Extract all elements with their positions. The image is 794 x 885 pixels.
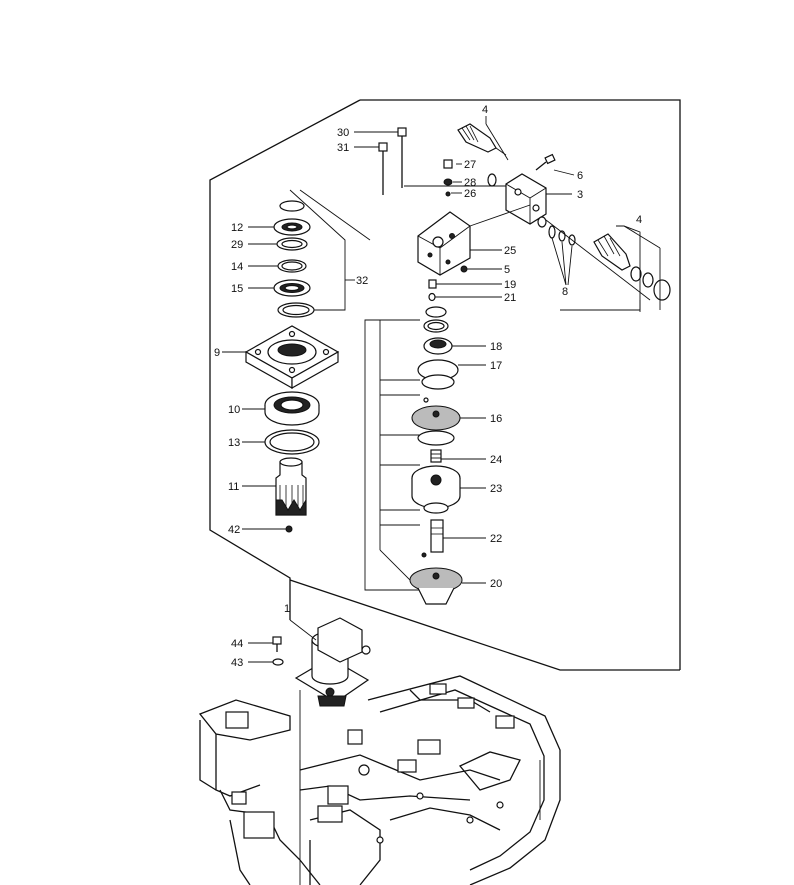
part-4-relief-valve-top	[457, 123, 507, 156]
part-25-valve-block	[417, 211, 471, 276]
callout-43: 43	[231, 657, 243, 669]
part-27-plug	[443, 159, 453, 169]
part-22-shaft	[421, 519, 444, 558]
part-seal-ring	[277, 302, 315, 318]
assembly-boundary	[209, 99, 681, 671]
callout-27: 27	[464, 159, 476, 171]
callout-23: 23	[490, 483, 502, 495]
part-17-plate	[417, 359, 459, 390]
part-16-plate	[411, 397, 461, 446]
part-29-ring	[276, 237, 308, 251]
part-20-swash-plate	[409, 567, 463, 605]
part-44-bolt	[272, 636, 282, 652]
part-4-relief-valve-right	[593, 233, 671, 301]
callout-42: 42	[228, 524, 240, 536]
part-42-plug	[285, 525, 293, 533]
part-21-oring	[428, 292, 436, 302]
part-26-pin	[445, 191, 451, 197]
callout-10: 11	[228, 481, 239, 493]
part-12-bearing	[273, 218, 311, 236]
valve-group-bracket	[364, 319, 422, 591]
callout-22: 22	[490, 533, 502, 545]
callout-30: 30	[337, 127, 349, 139]
part-9-housing-flange	[244, 325, 340, 390]
callout-11: 10	[228, 404, 240, 416]
callout-28: 28	[464, 177, 476, 189]
part-31-bolt	[378, 142, 388, 195]
callout-13: 13	[228, 437, 240, 449]
part-13-oring	[264, 429, 320, 455]
callout-labels: 30 31 4 27 28 26 6 3 4 25 5 19 21 8 12 2…	[214, 104, 642, 669]
part-43-washer	[272, 658, 284, 666]
callout-44: 44	[231, 638, 243, 650]
callout-31: 31	[337, 142, 349, 154]
callout-9: 9	[214, 347, 220, 359]
callout-32: 32	[356, 275, 368, 287]
part-10-pinion-shaft	[275, 457, 307, 516]
revolving-frame	[198, 675, 561, 885]
callout-8: 5	[504, 264, 510, 276]
callout-29: 29	[231, 239, 243, 251]
part-8-ball	[460, 265, 468, 273]
part-6-bolt	[535, 153, 556, 171]
part-19-spring	[428, 279, 437, 289]
part-18-bearing	[423, 337, 453, 355]
callout-5: 8	[562, 286, 568, 298]
callout-14: 14	[231, 261, 243, 273]
part-23-cylinder-block	[411, 465, 461, 514]
callout-4-right: 4	[636, 214, 642, 226]
part-24-spring	[430, 449, 442, 463]
part-14-snap-ring	[277, 259, 307, 273]
leader-lines	[222, 116, 661, 663]
part-1-swing-motor	[294, 617, 371, 707]
part-plate-oring-2	[423, 319, 449, 333]
callout-20: 20	[490, 578, 502, 590]
callout-18: 18	[490, 341, 502, 353]
callout-6: 6	[577, 170, 583, 182]
callout-17: 17	[490, 360, 502, 372]
callout-4-top: 4	[482, 104, 488, 116]
callout-19: 19	[504, 279, 516, 291]
part-plate-oring-1	[425, 306, 447, 318]
callout-25: 25	[504, 245, 516, 257]
callout-12: 12	[231, 222, 243, 234]
part-oring-small	[487, 173, 497, 187]
pipe-connection-lines	[404, 185, 651, 311]
callout-15: 15	[231, 283, 243, 295]
part-30-bolt	[397, 127, 407, 188]
part-15-bearing	[273, 279, 311, 297]
bearing-group-bracket	[289, 189, 371, 311]
callout-21: 21	[504, 292, 516, 304]
callout-16: 16	[490, 413, 502, 425]
part-28-washer	[443, 178, 453, 186]
callout-1: 1	[284, 603, 290, 615]
callout-26: 26	[464, 188, 476, 200]
part-29-oring-top	[279, 200, 305, 212]
callout-24: 24	[490, 454, 502, 466]
callout-3: 3	[577, 189, 583, 201]
part-11-bearing	[264, 391, 320, 426]
part-3-valve-body	[505, 173, 547, 228]
